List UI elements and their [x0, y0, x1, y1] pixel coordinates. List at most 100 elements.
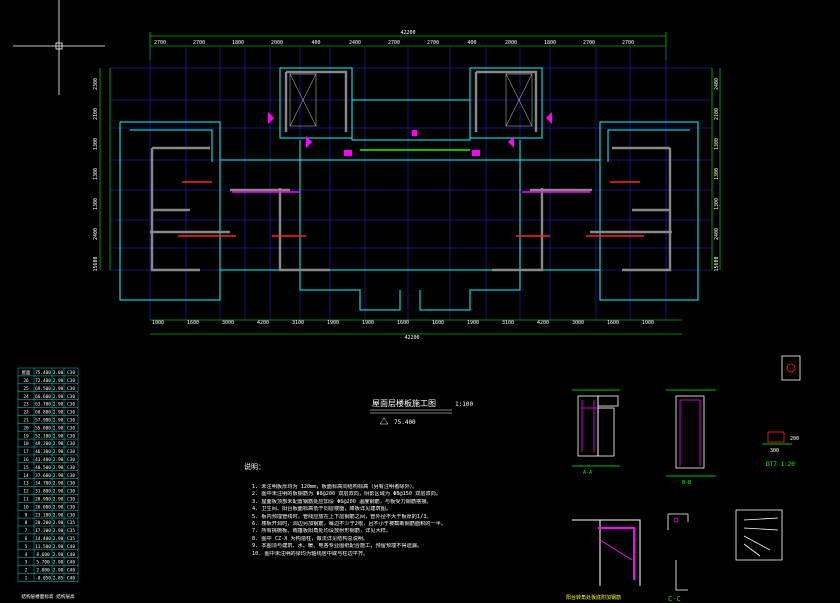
level-table-cell: C30 [67, 512, 75, 518]
level-table-cell: 24 [23, 394, 29, 400]
walls [150, 70, 672, 272]
level-table-cell: C40 [67, 568, 75, 574]
level-table-cell: 2.800 [36, 568, 50, 574]
level-table-cell: 26.000 [35, 504, 51, 510]
bottom-dim-label: 4200 [257, 320, 269, 326]
level-table-cell: 23.100 [35, 512, 51, 518]
level-table-cell: 28.900 [35, 497, 51, 503]
bottom-dim-label: 1600 [397, 320, 409, 326]
notes-heading: 说明： [244, 463, 265, 471]
level-table-cell: 2.90 [53, 378, 64, 384]
note-line: 6. 楼板开洞时，洞边另加钢筋，每边不少于2根，且不小于被截断钢筋面积的一半。 [252, 521, 447, 528]
bottom-dim-label: 1000 [152, 320, 164, 326]
detail-b-b [666, 389, 716, 477]
level-table-cell: 2.90 [53, 441, 64, 447]
right-dim-label: 2100 [714, 108, 720, 120]
level-table-cell: C30 [67, 370, 75, 376]
crosshair-cursor-icon [13, 0, 105, 95]
level-table-cell: 10 [23, 504, 29, 510]
section-markers [268, 112, 552, 156]
level-table-cell: 16 [23, 457, 29, 463]
level-table-cell: 2.90 [53, 433, 64, 439]
level-table-cell: 2.90 [53, 497, 64, 503]
bottom-dim-label: 1900 [467, 320, 479, 326]
level-table-cell: 2.90 [53, 457, 64, 463]
level-table-cell: 2.90 [53, 465, 64, 471]
level-table-cell: 2.90 [53, 560, 64, 566]
note-line: 10. 图中未注明的梁均为轴线居中或与柱边平齐。 [252, 550, 369, 557]
level-table-cell: C30 [67, 504, 75, 510]
level-table-cell: 6 [25, 536, 28, 542]
level-table-cell: 52.100 [35, 433, 51, 439]
right-dim-label: 15600 [714, 256, 720, 271]
level-table-cell: 21 [23, 418, 29, 424]
level-table-cell: 2.90 [53, 425, 64, 431]
top-dim-label: 2700 [193, 40, 205, 46]
bottom-dim-label: 1600 [187, 320, 199, 326]
detail-dt7 [762, 355, 801, 445]
level-table-cell: C35 [67, 528, 75, 534]
level-table-cell: 5 [25, 544, 28, 550]
level-table-cell: 49.200 [35, 441, 51, 447]
bottom-dim-label: 1900 [327, 320, 339, 326]
left-dim-label: 2400 [93, 228, 99, 240]
level-table-cell: 4 [25, 552, 28, 558]
overall-dim-top: 42200 [400, 30, 415, 36]
reinforcement-marks [178, 149, 644, 237]
bottom-dim-label: 3000 [222, 320, 234, 326]
drawing-scale: 1:100 [455, 401, 473, 408]
right-dim-label: 2400 [714, 78, 720, 90]
bottom-dim-label: 1600 [607, 320, 619, 326]
level-table-cell: C30 [67, 425, 75, 431]
level-table-cell: 8.600 [36, 552, 50, 558]
level-table-cell: C30 [67, 473, 75, 479]
notes-block: 1. 未注明板厚均为 120mm，板面标高同结构标高（另有注明者除外）。 2. … [252, 484, 502, 558]
level-table-cell: 63.700 [35, 402, 51, 408]
level-table-cell: C30 [67, 449, 75, 455]
level-table-cell: 2.90 [53, 552, 64, 558]
level-table-cell: 72.400 [35, 378, 51, 384]
level-table-cell: C30 [67, 465, 75, 471]
top-dim-label: 400 [311, 40, 320, 46]
top-dim-label: 2000 [505, 40, 517, 46]
level-table-cell: 31.800 [35, 489, 51, 495]
note-line: 3. 屋面板顶部未配置钢筋处应加设 Φ6@200 温度钢筋，与板受力钢筋搭接。 [252, 498, 432, 505]
level-table-cell: 2.90 [53, 449, 64, 455]
level-table-cell: 7 [25, 528, 28, 534]
bottom-dim-label: 1000 [642, 320, 654, 326]
level-table-cell: 20.200 [35, 520, 51, 526]
left-dim-label: 1300 [93, 138, 99, 150]
level-table-cell: C40 [67, 576, 75, 582]
axis-grid [110, 46, 712, 320]
level-table-cell: 46.300 [35, 449, 51, 455]
bottom-dim-label: 1900 [362, 320, 374, 326]
level-table-cell: C35 [67, 520, 75, 526]
level-table-cell: 19 [23, 433, 29, 439]
level-table-cell: C35 [67, 536, 75, 542]
level-table-cell: C30 [67, 497, 75, 503]
left-dim-label: 15600 [93, 256, 99, 271]
level-table-cell: 2.85 [53, 576, 64, 582]
side-dimension-chains [99, 68, 721, 270]
level-table-cell: 2.90 [53, 410, 64, 416]
level-table-cell: 11 [23, 497, 29, 503]
level-table-cell: 11.500 [35, 544, 51, 550]
top-dim-label: 2700 [622, 40, 634, 46]
dim-300: 300 [770, 448, 779, 454]
right-dim-label: 1300 [714, 168, 720, 180]
top-dim-label: 1800 [232, 40, 244, 46]
level-table-cell: 37.600 [35, 473, 51, 479]
top-dim-label: 400 [467, 40, 476, 46]
corner-label: 阳台转角处板底附加钢筋 [566, 594, 621, 601]
level-table-cell: 40.500 [35, 465, 51, 471]
dim-200: 200 [790, 436, 799, 442]
level-table-cell: C30 [67, 386, 75, 392]
detail-c-c [667, 513, 689, 591]
overall-dim-bottom: 42200 [404, 335, 419, 341]
level-table-cell: 5.700 [36, 560, 50, 566]
right-dim-label: 1300 [714, 138, 720, 150]
